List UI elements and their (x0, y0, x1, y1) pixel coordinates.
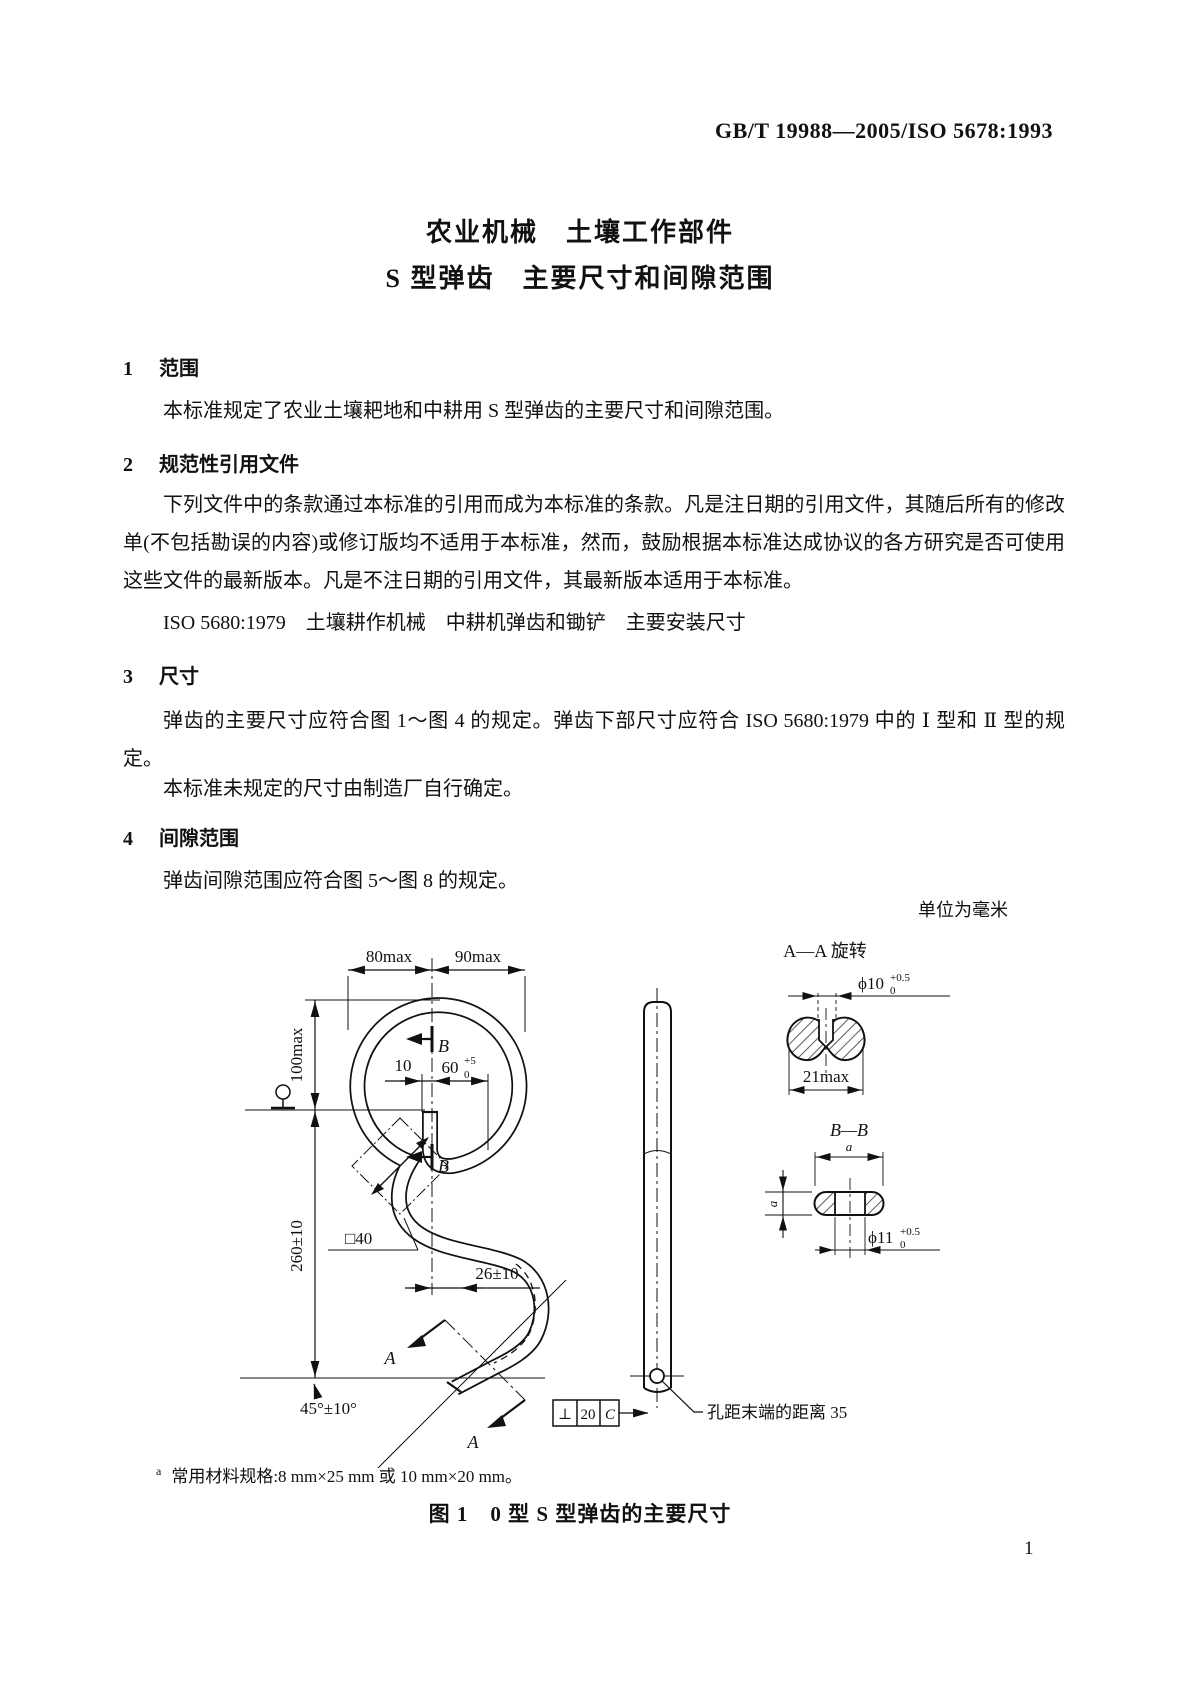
section-3-heading: 3 尺寸 (123, 660, 199, 689)
dim-80max: 80max (366, 947, 413, 966)
dim-60-lower-tol: 0 (464, 1069, 470, 1081)
section-4-number: 4 (123, 828, 133, 850)
dim-26-label: 26±10 (475, 1264, 518, 1283)
dim-60: 60 (442, 1058, 459, 1077)
section-1-title: 范围 (159, 358, 199, 380)
dia-10-label: ϕ10 (858, 974, 884, 993)
section-3-paragraph-1: 弹齿的主要尺寸应符合图 1～图 4 的规定。弹齿下部尺寸应符合 ISO 5680… (123, 710, 1065, 770)
dia-11-label: ϕ11 (868, 1228, 893, 1247)
section-3-paragraph-2: 本标准未规定的尺寸由制造厂自行确定。 (163, 778, 523, 800)
dim-10-60: 10 60 +5 0 (385, 1055, 489, 1150)
figure-caption: 图 1 0 型 S 型弹齿的主要尺寸 (428, 1502, 732, 1526)
section-3-title: 尺寸 (159, 666, 199, 688)
section-aa-view: A—A 旋转 ϕ10 +0.5 0 21max (783, 941, 950, 1095)
standard-number: GB/T 19988—2005/ISO 5678:1993 (714, 118, 1053, 143)
figure-footnote: a 常用材料规格:8 mm×25 mm 或 10 mm×20 mm。 (156, 1462, 522, 1487)
section-1-paragraph: 本标准规定了农业土壤耙地和中耕用 S 型弹齿的主要尺寸和间隙范围。 (163, 400, 785, 422)
document-title: 农业机械 土壤工作部件 S 型弹齿 主要尺寸和间隙范围 (0, 210, 1160, 302)
dim-80-90: 80max 90max (347, 947, 526, 1032)
section-4-paragraph: 弹齿间隙范围应符合图 5～图 8 的规定。 (163, 870, 518, 892)
dia-11-lower-tol: 0 (900, 1239, 906, 1251)
dim-100max: 100max (287, 1027, 306, 1082)
section-a-marks: A A (384, 1319, 526, 1452)
front-view-tine (349, 958, 550, 1396)
title-line-2: S 型弹齿 主要尺寸和间隙范围 (385, 264, 775, 293)
figure-1-drawing: 80max 90max 100max 260±10 (240, 941, 950, 1468)
section-aa-title: A—A 旋转 (783, 941, 867, 961)
section-1-number: 1 (123, 358, 133, 380)
section-2-reference: ISO 5680:1979 土壤耕作机械 中耕机弹齿和锄铲 主要安装尺寸 (163, 612, 746, 634)
fcf-perpendicularity-symbol: ⊥ (558, 1407, 572, 1423)
dim-a-top: a (846, 1139, 853, 1154)
hole-distance-note: 孔距末端的距离 35 (707, 1403, 847, 1422)
dia-10-upper-tol: +0.5 (890, 972, 910, 984)
section-a-label-lower: A (467, 1432, 480, 1452)
angle-45-label: 45°±10° (300, 1399, 357, 1418)
section-2-heading: 2 规范性引用文件 (123, 448, 299, 477)
section-4-title: 间隙范围 (159, 828, 239, 850)
dim-a-side: a (765, 1200, 780, 1207)
section-bb-title: B—B (830, 1120, 868, 1140)
dia-11-upper-tol: +0.5 (900, 1226, 920, 1238)
page-number: 1 (1024, 1538, 1034, 1559)
dim-square-40: □40 (345, 1229, 372, 1248)
angle-45: 45°±10° (300, 1279, 567, 1468)
square-40: □40 (328, 1117, 449, 1251)
units-note: 单位为毫米 (918, 900, 1008, 920)
section-b-label-lower: B (438, 1156, 449, 1176)
section-2-number: 2 (123, 454, 133, 476)
dim-260: 260±10 (287, 1220, 306, 1272)
side-view-tine: 孔距末端的距离 35 (630, 988, 847, 1422)
section-4-heading: 4 间隙范围 (123, 822, 239, 851)
section-a-label-upper: A (384, 1348, 397, 1368)
section-b-marks: B B (406, 1026, 449, 1176)
footnote-marker: a (156, 1464, 162, 1479)
dim-90max: 90max (455, 947, 502, 966)
dia-10-lower-tol: 0 (890, 985, 896, 997)
section-2-paragraph-1: 下列文件中的条款通过本标准的引用而成为本标准的条款。凡是注日期的引用文件，其随后… (123, 494, 1065, 592)
title-line-1: 农业机械 土壤工作部件 (425, 218, 734, 247)
sharpened-edge-dashed (493, 1263, 536, 1364)
section-1-heading: 1 范围 (123, 352, 199, 381)
fcf-datum-ref: C (605, 1407, 616, 1423)
feature-control-frame: ⊥ 20 C (552, 1399, 649, 1427)
mounting-hole (649, 1368, 665, 1384)
datum-symbol (271, 1084, 295, 1110)
section-2-title: 规范性引用文件 (159, 454, 299, 476)
dim-60-upper-tol: +5 (464, 1055, 476, 1067)
dim-26: 26±10 (405, 1264, 540, 1293)
footnote-text: 常用材料规格:8 mm×25 mm 或 10 mm×20 mm。 (171, 1467, 523, 1486)
dim-21max: 21max (803, 1067, 850, 1086)
dim-100-260: 100max 260±10 (240, 999, 545, 1379)
section-3-number: 3 (123, 666, 133, 688)
dim-10: 10 (395, 1056, 412, 1075)
section-b-label-upper: B (438, 1036, 449, 1056)
section-bb-view: B—B a a ϕ11 +0.5 (765, 1120, 940, 1258)
fcf-tolerance-value: 20 (581, 1407, 596, 1423)
